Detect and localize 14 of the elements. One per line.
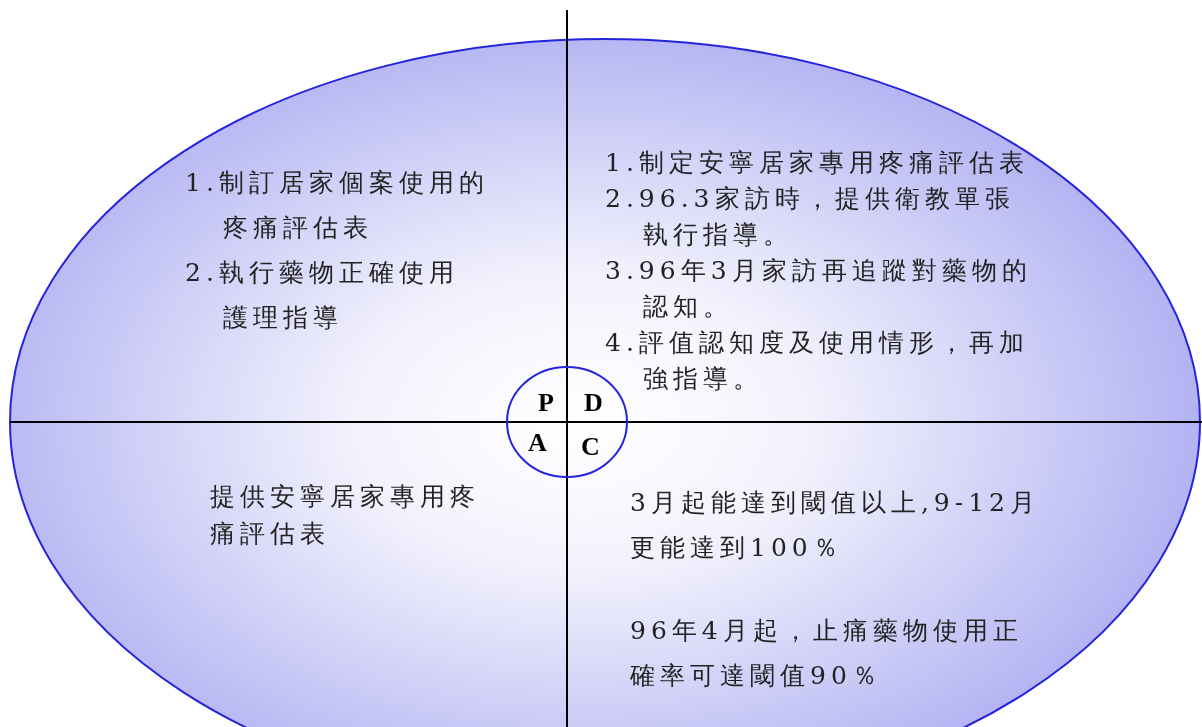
quadrant-letter: P [538,390,554,416]
quadrant-text: 3月起能達到閾值以上,9-12月更能達到100％ [630,487,1042,564]
quadrant-text: 2.96.3家訪時，提供衛教單張執行指導。 [605,183,1016,251]
quadrant-text: 1.制定安寧居家專用疼痛評估表 [605,147,1030,179]
quadrant-text: 2.執行藥物正確使用護理指導 [185,257,460,334]
quadrant-letter: A [528,430,547,456]
center-circle [506,366,628,478]
quadrant-text: 1.制訂居家個案使用的疼痛評估表 [185,167,490,244]
quadrant-letter: C [581,434,600,460]
quadrant-text: 3.96年3月家訪再追蹤對藥物的認知。 [605,255,1033,323]
quadrant-letter: D [584,390,603,416]
quadrant-text: 96年4月起，止痛藥物使用正確率可達閾值90％ [630,615,1024,692]
quadrant-text: 4.評值認知度及使用情形，再加強指導。 [605,327,1030,395]
quadrant-text: 提供安寧居家專用疼痛評估表 [210,481,481,550]
